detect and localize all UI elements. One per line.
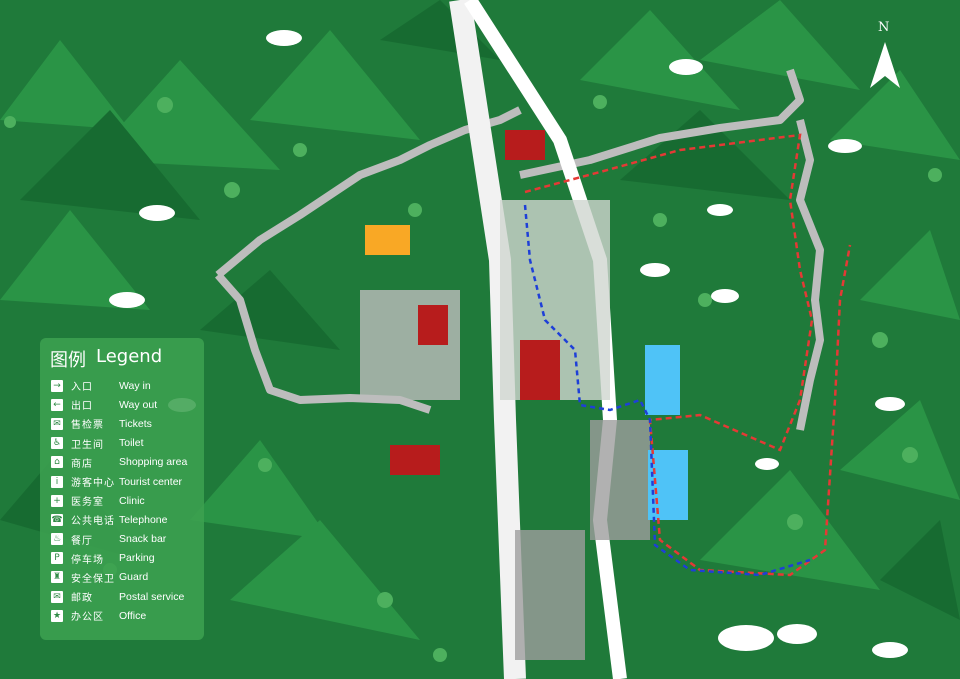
legend-item-en: Tourist center (119, 475, 183, 488)
legend-items: → 入口 Way in ← 出口 Way out ✉ 售检票 Tickets ♿ 卫生间 Toilet… (40, 376, 204, 625)
exit-icon: ← (51, 398, 63, 411)
guard-icon: ♜ (51, 571, 63, 584)
legend-item-zh: 入口 (71, 382, 93, 394)
legend-item-zh: 邮政 (71, 593, 93, 605)
legend-item-zh: 出口 (71, 401, 93, 413)
telephone-icon: ☎ (51, 513, 63, 526)
parking-area (590, 420, 650, 540)
legend-item-en: Shopping area (119, 456, 188, 469)
legend-item: → 入口 Way in (40, 376, 204, 395)
legend-title-en: Legend (96, 346, 163, 367)
restaurant-icon: ♨ (51, 533, 63, 546)
legend-title-zh: 图例 (50, 350, 86, 371)
legend-item-en: Office (119, 609, 147, 622)
legend-item-zh: 商店 (71, 458, 93, 470)
route-blue (523, 204, 811, 577)
legend-item-zh: 医务室 (71, 497, 104, 509)
north-arrow-icon (870, 42, 900, 88)
shop-icon: ⌂ (51, 456, 63, 469)
mountains (0, 0, 960, 640)
info-icon: i (51, 475, 63, 488)
map-legend: 图例 Legend → 入口 Way in ← 出口 Way out ✉ 售检票 Tickets… (40, 338, 204, 640)
legend-item-zh: 卫生间 (71, 439, 104, 451)
north-label: N (878, 20, 890, 35)
legend-item: i 游客中心 Tourist center (40, 472, 204, 491)
legend-item: ♿ 卫生间 Toilet (40, 434, 204, 453)
clouds (109, 30, 908, 658)
legend-item: + 医务室 Clinic (40, 491, 204, 510)
legend-item-en: Clinic (119, 494, 145, 507)
legend-item-zh: 售检票 (71, 420, 104, 432)
clinic-icon: + (51, 494, 63, 507)
legend-item-en: Parking (119, 552, 155, 565)
legend-item: ★ 办公区 Office (40, 606, 204, 625)
legend-item: ⌂ 商店 Shopping area (40, 453, 204, 472)
office-icon: ★ (51, 609, 63, 622)
legend-item-zh: 餐厅 (71, 535, 93, 547)
legend-title: 图例 Legend (40, 338, 204, 376)
legend-item-en: Toilet (119, 437, 144, 450)
entrance-icon: → (51, 379, 63, 392)
temples (365, 130, 560, 475)
legend-item: P 停车场 Parking (40, 549, 204, 568)
legend-item: ← 出口 Way out (40, 395, 204, 414)
parking-icon: P (51, 552, 63, 565)
legend-item-en: Guard (119, 571, 149, 584)
legend-item-en: Postal service (119, 590, 185, 603)
legend-item-en: Way in (119, 379, 151, 392)
great-wall-east (519, 68, 824, 431)
legend-item: ✉ 邮政 Postal service (40, 587, 204, 606)
ticket-icon: ✉ (51, 417, 63, 430)
legend-item: ♨ 餐厅 Snack bar (40, 530, 204, 549)
trees (4, 95, 942, 662)
toilet-icon: ♿ (51, 437, 63, 450)
parking-area-south (515, 530, 585, 660)
legend-item-zh: 办公区 (71, 612, 104, 624)
legend-item: ☎ 公共电话 Telephone (40, 510, 204, 529)
legend-item-zh: 游客中心 (71, 478, 115, 490)
lake-north (645, 345, 680, 415)
legend-item-zh: 停车场 (71, 554, 104, 566)
route-red (524, 133, 852, 577)
legend-item-zh: 公共电话 (71, 516, 115, 528)
legend-item-en: Snack bar (119, 533, 167, 546)
legend-item-zh: 安全保卫 (71, 573, 115, 585)
legend-item-en: Telephone (119, 513, 168, 526)
legend-item: ✉ 售检票 Tickets (40, 414, 204, 433)
legend-item-en: Way out (119, 398, 158, 411)
legend-item-en: Tickets (119, 417, 152, 430)
postal-icon: ✉ (51, 590, 63, 603)
legend-item: ♜ 安全保卫 Guard (40, 568, 204, 587)
